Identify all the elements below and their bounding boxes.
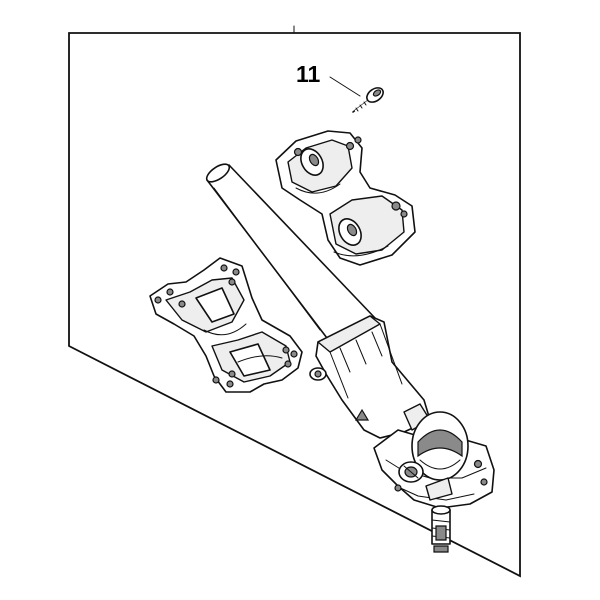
- upper-clamp-bracket: [275, 130, 416, 266]
- callout-number-11: 11: [296, 61, 321, 87]
- screw-part-11: [352, 87, 384, 113]
- warning-triangle-icon: [354, 408, 370, 421]
- callout-leader-line: [329, 76, 361, 97]
- drive-head-assembly: [373, 411, 495, 509]
- output-spindle: [431, 505, 451, 553]
- lower-clamp-bracket: [149, 257, 303, 393]
